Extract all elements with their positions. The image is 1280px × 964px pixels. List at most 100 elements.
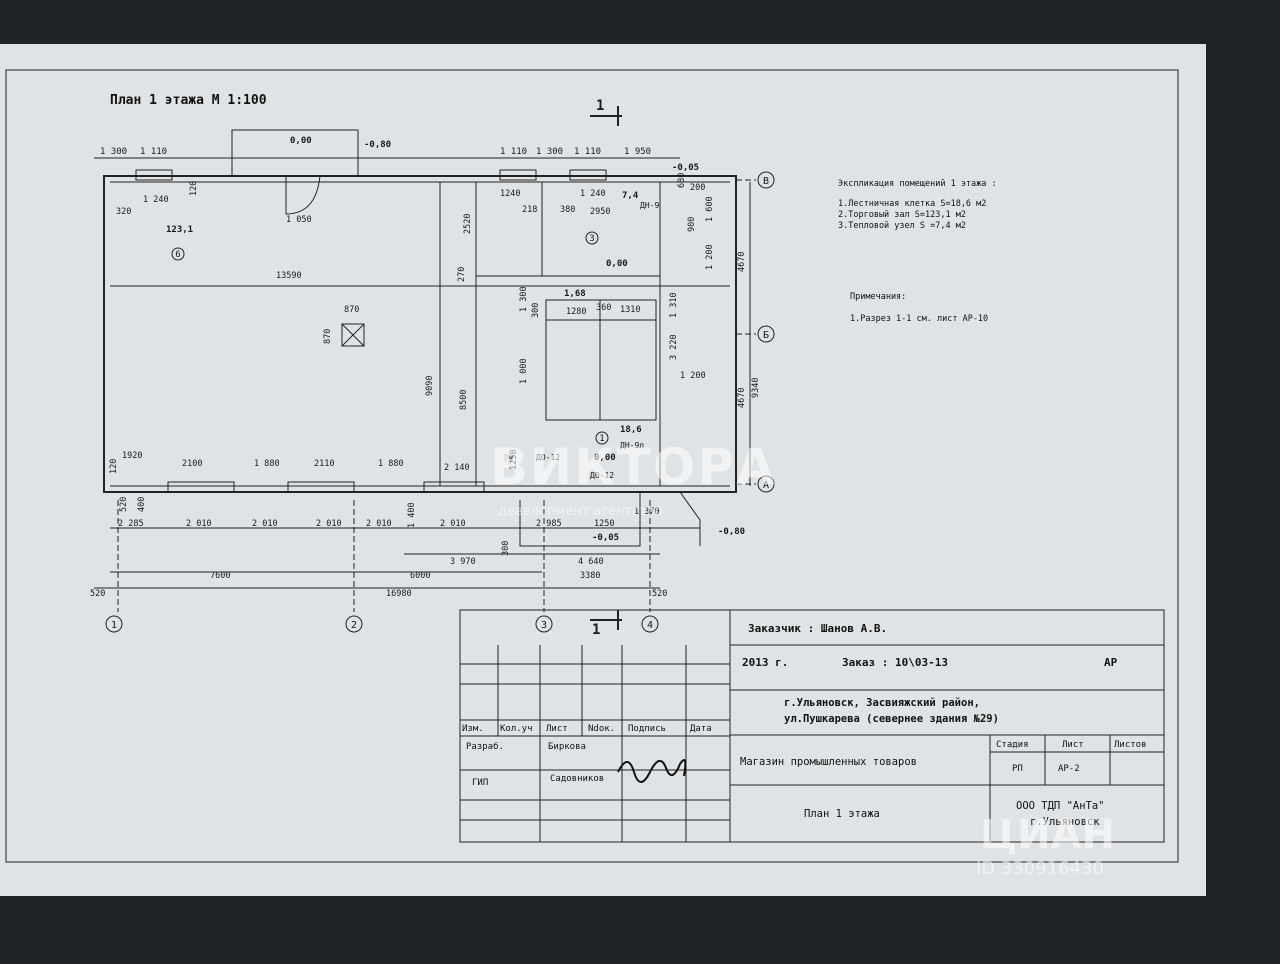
level-mark: -0,05 xyxy=(672,163,699,173)
explication-row: 1.Лестничная клетка S=18,6 м2 xyxy=(838,199,987,209)
dim-text: 1 110 xyxy=(500,147,527,157)
address-line: г.Ульяновск, Засвияжский район, xyxy=(784,697,980,709)
window xyxy=(423,481,485,493)
dim-text: 1 050 xyxy=(286,215,312,225)
level-mark: 0,00 xyxy=(290,136,312,146)
section-number: 1 xyxy=(592,622,600,638)
column-header: Ndок. xyxy=(588,724,616,734)
column-header: Изм. xyxy=(462,724,484,734)
dim-right: 4670 4670 9340 xyxy=(737,252,761,408)
dim-text: 520 xyxy=(119,497,129,512)
axis-bubble xyxy=(105,615,123,633)
dim-text: 120 xyxy=(189,181,199,196)
brand-watermark: ВИКТОРА xyxy=(490,438,777,496)
dim-text: 300 xyxy=(531,303,541,318)
axis-bubble xyxy=(535,615,553,633)
dim-text: 1 880 xyxy=(378,459,404,469)
axis-label: В xyxy=(763,176,769,187)
window xyxy=(135,169,173,181)
dim-text: 1 310 xyxy=(669,292,679,318)
project-code: АР xyxy=(1104,656,1118,669)
axis-label: Б xyxy=(763,330,769,341)
area-label: 1,68 xyxy=(564,289,586,299)
dim-text: 400 xyxy=(137,497,147,512)
notes-text: 1.Разрез 1-1 см. лист АР-10 xyxy=(850,314,989,324)
project-name: Магазин промышленных товаров xyxy=(740,756,918,768)
dim-text: 200 xyxy=(690,183,705,193)
dim-text: 1 240 xyxy=(580,189,606,199)
dim-text: 8500 xyxy=(459,390,469,410)
area-label: 7,4 xyxy=(622,191,639,201)
explication-title: Экспликация помещений 1 этажа : xyxy=(838,179,997,189)
dim-text: 1 300 xyxy=(519,286,529,312)
dim-text: 1250 xyxy=(594,519,614,529)
dim-windows: 1920 120 2100 1 880 2110 1 880 2 140 xyxy=(109,451,470,474)
dim-text: 1 110 xyxy=(140,147,167,157)
window xyxy=(287,481,355,493)
section-number: 1 xyxy=(596,98,604,114)
explication-row: 3.Тепловой узел S =7,4 м2 xyxy=(838,221,966,231)
staircase xyxy=(545,299,657,421)
axis-label: 3 xyxy=(541,620,547,631)
dim-text: 2 010 xyxy=(186,519,212,529)
cian-watermark: ЦИАН xyxy=(980,812,1116,858)
dim-text: 1310 xyxy=(620,305,640,315)
column-header: Лист xyxy=(546,724,568,734)
dim-text: 1920 xyxy=(122,451,142,461)
window xyxy=(569,169,607,181)
title-block xyxy=(459,609,1165,843)
year-field: 2013 г. xyxy=(742,656,789,669)
door-label: ДН-9л xyxy=(620,441,644,450)
dim-text: 3 970 xyxy=(450,557,476,567)
dim-text: 1 000 xyxy=(519,358,529,384)
level-mark: -0,80 xyxy=(718,527,745,537)
dim-text: 320 xyxy=(116,207,131,217)
dim-text: 3380 xyxy=(580,571,600,581)
dim-text: 1 880 xyxy=(254,459,280,469)
dim-text: 1250 xyxy=(509,450,519,470)
dim-text: 1 300 xyxy=(100,147,127,157)
drawing-sheet xyxy=(0,44,1206,896)
dim-text: 3 220 xyxy=(669,334,679,360)
order-field: Заказ : 10\03-13 xyxy=(842,656,948,669)
dim-text: 2 010 xyxy=(252,519,278,529)
sheet-value: АР-2 xyxy=(1058,764,1080,774)
dim-text: 1 400 xyxy=(407,502,417,528)
dim-text: 1280 xyxy=(566,307,586,317)
axis-label: 2 xyxy=(351,620,357,631)
dim-text: 270 xyxy=(457,267,467,282)
dim-text: 1 600 xyxy=(705,196,715,222)
room-number: 1 xyxy=(599,434,604,444)
dim-text: 13590 xyxy=(276,271,302,281)
dim-text: 900 xyxy=(687,217,697,232)
axis-bubble xyxy=(757,475,775,493)
dim-text: 1 200 xyxy=(680,371,706,381)
dim-text: 4 640 xyxy=(578,557,604,567)
customer-field: Заказчик : Шанов А.В. xyxy=(748,622,888,635)
sheet-title: План 1 этажа xyxy=(804,808,880,820)
dim-text: 4670 xyxy=(737,388,747,408)
dim-text: 1 200 xyxy=(705,244,715,270)
axis-bubble xyxy=(757,171,775,189)
sheet-frame xyxy=(5,69,1179,863)
organization: ООО ТДП "АнТа" xyxy=(1016,800,1105,812)
dim-text: 2 010 xyxy=(440,519,466,529)
dim-text: 1 300 xyxy=(536,147,563,157)
axis-label: А xyxy=(763,480,769,491)
dim-text: 2 985 xyxy=(536,519,562,529)
axis-bubble xyxy=(757,325,775,343)
stage-value: РП xyxy=(1012,764,1023,774)
signature-mark xyxy=(617,759,687,783)
window xyxy=(499,169,537,181)
sheet-label: Лист xyxy=(1062,740,1084,750)
dim-text: 2 010 xyxy=(366,519,392,529)
dim-text: 4670 xyxy=(737,252,747,272)
dim-text: 2520 xyxy=(463,214,473,234)
dim-top: 1 300 1 110 1 110 1 300 1 110 1 950 xyxy=(100,147,651,157)
dim-text: 1240 xyxy=(500,189,520,199)
organization-city: г.Ульяновск xyxy=(1030,816,1100,828)
level-mark: 0,00 xyxy=(594,453,616,463)
dim-text: 2110 xyxy=(314,459,334,469)
window xyxy=(167,481,235,493)
